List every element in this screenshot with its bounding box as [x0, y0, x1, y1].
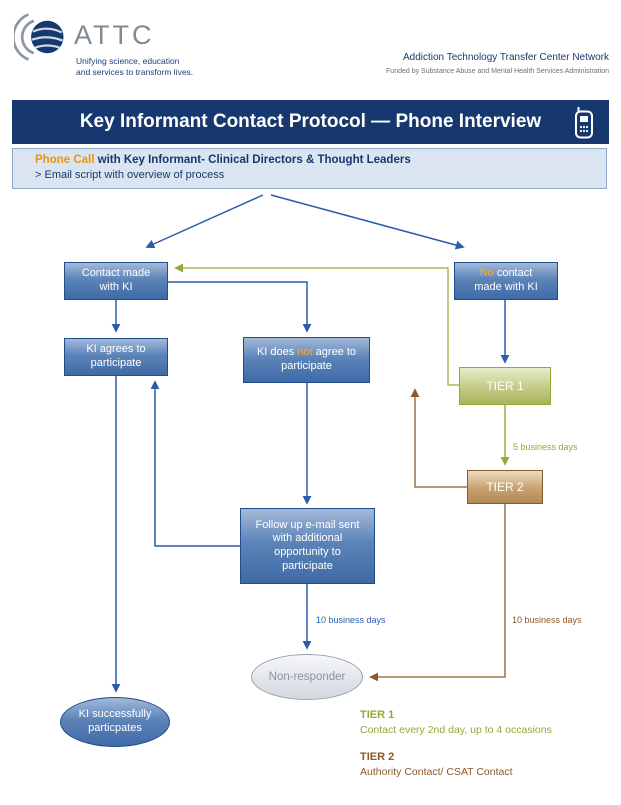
attc-logo-icon — [12, 8, 68, 71]
label-5-business-days: 5 business days — [513, 442, 578, 452]
tagline-line2: and services to transform lives. — [76, 67, 194, 78]
brand-wordmark: ATTC — [74, 20, 155, 50]
node-ki-does-not-agree: KI does not agree to participate — [243, 337, 370, 383]
legend-tier2-title: TIER 2 — [360, 751, 395, 764]
title-bar: Key Informant Contact Protocol — Phone I… — [12, 100, 609, 144]
node-followup-email: Follow up e-mail sent with additional op… — [240, 508, 375, 584]
intro-line1-highlight: Phone Call — [35, 154, 95, 166]
intro-line1-rest: with Key Informant- Clinical Directors &… — [94, 154, 411, 166]
legend-tier2-desc: Authority Contact/ CSAT Contact — [360, 766, 513, 779]
legend-tier1-desc: Contact every 2nd day, up to 4 occasions — [360, 724, 552, 737]
legend-tier1-title: TIER 1 — [360, 709, 395, 721]
legend: TIER 1 Contact every 2nd day, up to 4 oc… — [360, 708, 552, 780]
not-agree-highlight: not — [297, 346, 313, 359]
intro-line2: > Email script with overview of process — [35, 169, 225, 181]
page-title: Key Informant Contact Protocol — Phone I… — [79, 111, 542, 132]
node-ki-agrees: KI agrees to participate — [64, 338, 168, 376]
intro-line1: Phone Call with Key Informant- Clinical … — [35, 154, 606, 166]
not-agree-pre: KI does — [256, 346, 298, 359]
label-10-business-days-center: 10 business days — [316, 615, 386, 625]
intro-bar: Phone Call with Key Informant- Clinical … — [12, 148, 607, 189]
label-10-business-days-right: 10 business days — [512, 615, 582, 625]
brand-tagline: Unifying science, education and services… — [76, 56, 193, 78]
network-name: Addiction Technology Transfer Center Net… — [402, 52, 609, 63]
no-contact-rest: contact made with KI — [474, 267, 538, 293]
tagline-line1: Unifying science, education — [76, 56, 180, 66]
node-tier1: TIER 1 — [459, 367, 551, 405]
node-non-responder: Non-responder — [251, 654, 363, 700]
node-tier2: TIER 2 — [467, 470, 543, 504]
node-ki-success: KI successfully particpates — [60, 697, 170, 747]
funded-by-text: Funded by Substance Abuse and Mental Hea… — [386, 68, 609, 75]
node-no-contact: No contact made with KI — [454, 262, 558, 300]
node-contact-made: Contact made with KI — [64, 262, 168, 300]
phone-icon — [573, 106, 595, 144]
no-contact-highlight: No — [479, 267, 494, 280]
